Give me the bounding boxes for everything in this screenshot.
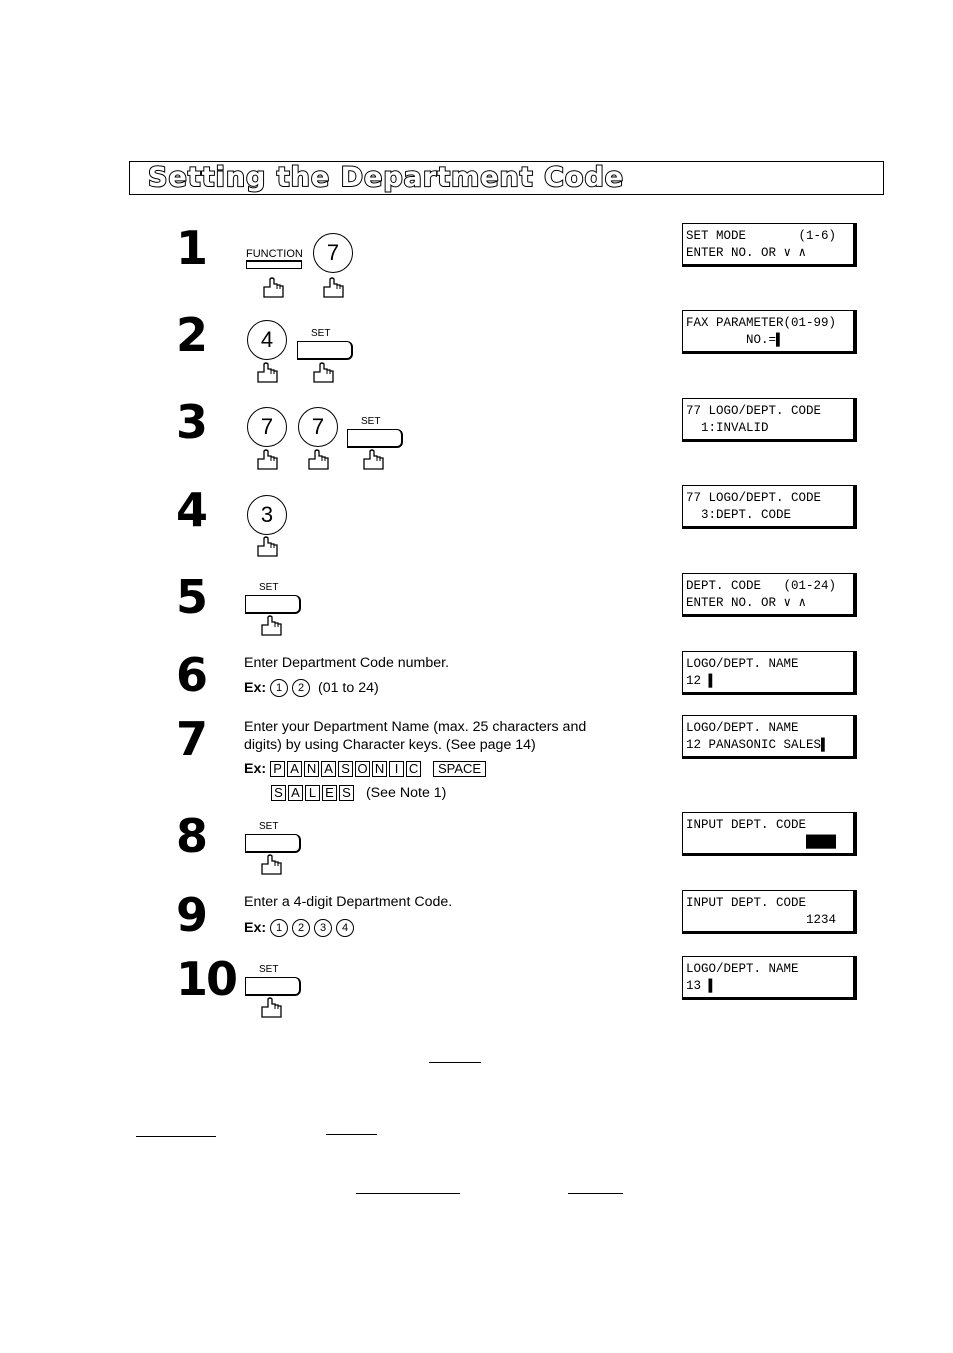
char-key: E bbox=[322, 785, 337, 801]
char-key: S bbox=[339, 785, 354, 801]
step-9-instruction: Enter a 4-digit Department Code. bbox=[244, 894, 453, 910]
char-key: A bbox=[287, 761, 303, 777]
set-key-label: SET bbox=[259, 964, 279, 975]
key-3[interactable]: 3 bbox=[247, 495, 287, 535]
lcd-display-step-4: 77 LOGO/DEPT. CODE 3:DEPT. CODE bbox=[682, 485, 857, 529]
set-key-label: SET bbox=[361, 416, 381, 427]
set-key[interactable]: SET bbox=[347, 416, 405, 450]
function-key-label: FUNCTION bbox=[246, 248, 303, 260]
press-hand-icon bbox=[259, 614, 285, 636]
set-key-label: SET bbox=[259, 582, 279, 593]
set-key-label: SET bbox=[311, 328, 331, 339]
set-key[interactable]: SET bbox=[245, 964, 303, 998]
range-note: (01 to 24) bbox=[317, 680, 379, 696]
set-key[interactable]: SET bbox=[297, 328, 355, 362]
char-key: I bbox=[389, 761, 405, 777]
example-label: Ex: bbox=[244, 920, 267, 936]
press-hand-icon bbox=[361, 448, 387, 470]
step-7-instruction-line2: digits) by using Character keys. (See pa… bbox=[244, 737, 536, 753]
key-2-symbol: 2 bbox=[292, 919, 311, 938]
step-number-6: 6 bbox=[176, 648, 208, 702]
key-1-symbol: 1 bbox=[270, 679, 289, 698]
char-key: N bbox=[372, 761, 388, 777]
underline-mark bbox=[326, 1134, 377, 1135]
space-key: SPACE bbox=[432, 761, 487, 777]
key-7[interactable]: 7 bbox=[247, 407, 287, 447]
press-hand-icon bbox=[306, 448, 332, 470]
key-4-symbol: 4 bbox=[336, 919, 355, 938]
set-key[interactable]: SET bbox=[245, 821, 303, 855]
section-title-box: Setting the Department Code bbox=[129, 161, 884, 195]
press-hand-icon bbox=[311, 361, 337, 383]
char-key: A bbox=[321, 761, 337, 777]
key-7[interactable]: 7 bbox=[313, 233, 353, 273]
lcd-display-step-3: 77 LOGO/DEPT. CODE 1:INVALID bbox=[682, 398, 857, 442]
step-number-1: 1 bbox=[176, 221, 208, 275]
step-number-4: 4 bbox=[176, 483, 208, 537]
step-7-instruction-line1: Enter your Department Name (max. 25 char… bbox=[244, 719, 587, 735]
step-number-10: 10 bbox=[176, 952, 238, 1006]
char-key: L bbox=[305, 785, 320, 801]
see-note: (See Note 1) bbox=[365, 785, 447, 801]
char-key: S bbox=[338, 761, 354, 777]
step-number-2: 2 bbox=[176, 308, 208, 362]
set-key-label: SET bbox=[259, 821, 279, 832]
underline-mark bbox=[429, 1062, 481, 1063]
underline-mark bbox=[136, 1136, 216, 1137]
key-1-symbol: 1 bbox=[270, 919, 289, 938]
press-hand-icon bbox=[255, 448, 281, 470]
step-number-9: 9 bbox=[176, 888, 208, 942]
key-2-symbol: 2 bbox=[292, 679, 311, 698]
key-7[interactable]: 7 bbox=[298, 407, 338, 447]
set-key[interactable]: SET bbox=[245, 582, 303, 616]
char-key: O bbox=[355, 761, 371, 777]
lcd-display-step-1: SET MODE (1-6)ENTER NO. OR ∨ ∧ bbox=[682, 223, 857, 267]
step-number-8: 8 bbox=[176, 809, 208, 863]
underline-mark bbox=[356, 1193, 460, 1194]
step-number-7: 7 bbox=[176, 712, 208, 766]
press-hand-icon bbox=[259, 853, 285, 875]
step-number-3: 3 bbox=[176, 395, 208, 449]
press-hand-icon bbox=[255, 535, 281, 557]
step-6-instruction: Enter Department Code number. bbox=[244, 655, 450, 671]
key-3-symbol: 3 bbox=[314, 919, 333, 938]
char-key: N bbox=[304, 761, 320, 777]
step-number-5: 5 bbox=[176, 570, 208, 624]
lcd-display-step-2: FAX PARAMETER(01-99) NO.=▌ bbox=[682, 310, 857, 354]
lcd-display-step-8: INPUT DEPT. CODE ████ bbox=[682, 812, 857, 856]
char-key: S bbox=[271, 785, 286, 801]
key-4[interactable]: 4 bbox=[247, 320, 287, 360]
press-hand-icon bbox=[321, 276, 347, 298]
char-key: A bbox=[288, 785, 303, 801]
char-key: C bbox=[406, 761, 422, 777]
lcd-display-step-5: DEPT. CODE (01-24)ENTER NO. OR ∨ ∧ bbox=[682, 573, 857, 617]
press-hand-icon bbox=[259, 996, 285, 1018]
function-key[interactable]: FUNCTION bbox=[246, 248, 303, 269]
press-hand-icon bbox=[261, 276, 287, 298]
lcd-display-step-9: INPUT DEPT. CODE 1234 bbox=[682, 890, 857, 934]
press-hand-icon bbox=[255, 361, 281, 383]
page-title: Setting the Department Code bbox=[147, 161, 625, 194]
underline-mark bbox=[568, 1193, 623, 1194]
example-label: Ex: bbox=[244, 680, 267, 696]
char-key: P bbox=[270, 761, 286, 777]
example-label: Ex: bbox=[244, 761, 267, 777]
